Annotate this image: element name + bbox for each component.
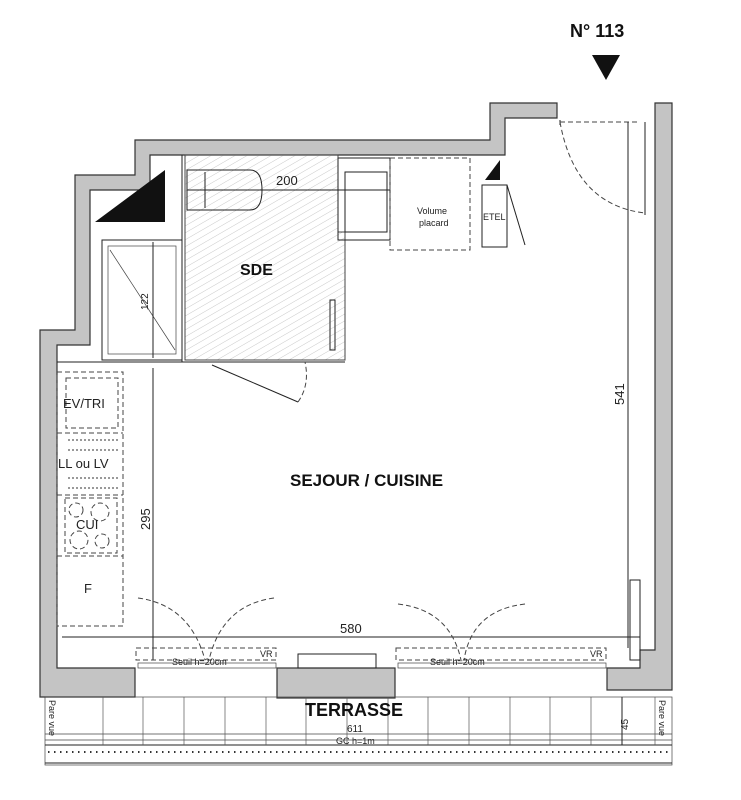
seuil-right: Seuil h=20cm: [430, 657, 485, 667]
sde-floor: [184, 154, 346, 361]
dim-height-left: 295: [138, 508, 153, 530]
room-terrasse: TERRASSE: [305, 700, 403, 720]
dim-height-right: 541: [612, 383, 627, 405]
room-sejour: SEJOUR / CUISINE: [290, 471, 443, 490]
room-sde: SDE: [240, 262, 273, 279]
kitchen-fridge: F: [84, 581, 92, 596]
window-left[interactable]: [135, 597, 277, 669]
vr-left: VR: [260, 649, 273, 659]
radiator: [297, 653, 377, 669]
dim-terrace-width: 611: [347, 724, 363, 735]
walls: [39, 102, 673, 699]
dim-terrace-depth: 45: [620, 718, 631, 730]
seuil-left: Seuil h=20cm: [172, 657, 227, 667]
dim-width-room: 580: [340, 621, 362, 636]
shower-tray: [101, 239, 183, 361]
terrace: [44, 696, 673, 766]
kitchen-cui: CUI: [76, 517, 98, 532]
pare-vue-left: Pare vue: [47, 700, 57, 736]
window-right[interactable]: [395, 603, 607, 669]
placard-label-1: Volume: [417, 206, 447, 216]
pare-vue-right: Pare vue: [657, 700, 667, 736]
room-etel: ETEL: [483, 212, 506, 222]
lot-number: N° 113: [570, 21, 624, 41]
wc-icon: [95, 170, 165, 222]
vr-right: VR: [590, 649, 603, 659]
orientation-arrow-icon: [592, 55, 620, 80]
kitchen-ll-lv: LL ou LV: [58, 456, 109, 471]
dim-shower: 122: [140, 293, 151, 310]
gc-label: GC h=1m: [336, 736, 375, 746]
kitchen-ev-tri: EV/TRI: [63, 396, 105, 411]
kitchen-run: [56, 371, 124, 627]
placard-label-2: placard: [419, 218, 449, 228]
dim-sde-width: 200: [276, 173, 298, 188]
